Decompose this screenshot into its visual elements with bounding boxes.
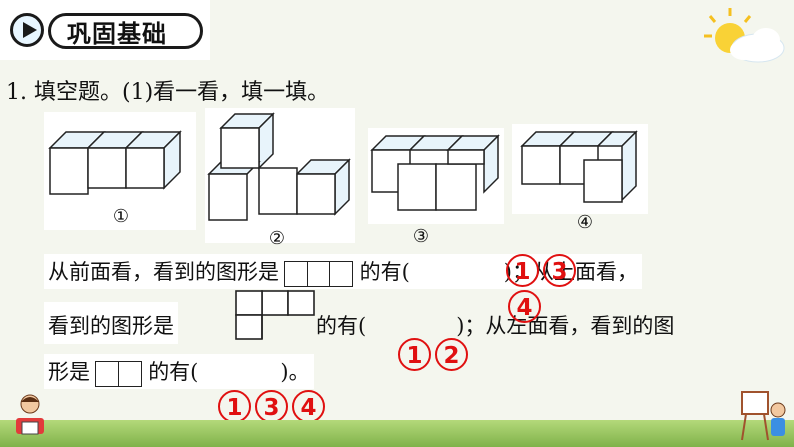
figure-1-label: ①: [112, 206, 130, 227]
answer-front-3: 4: [508, 290, 541, 323]
question-number: 1.: [6, 80, 27, 105]
answer-front-2: 3: [543, 254, 576, 287]
section-title: 巩固基础: [48, 13, 203, 49]
figure-3-label: ③: [412, 226, 430, 247]
answer-top-1: 1: [398, 338, 431, 371]
line1-text-a: 从前面看，看到的图形是: [48, 260, 279, 284]
answer-left-3: 4: [292, 390, 325, 423]
easel-child-icon: [741, 391, 786, 441]
line3-text-a: 形是: [48, 360, 90, 384]
front-view-shape: [284, 260, 353, 287]
question-text: 填空题。(1)看一看，填一填。: [34, 80, 330, 105]
grass-decoration: [0, 420, 794, 447]
reading-child-icon: [16, 394, 44, 435]
figure-2-label: ②: [268, 228, 286, 249]
figure-3: [368, 128, 504, 224]
figure-1: [44, 112, 196, 230]
line1-text-b: 的有(: [359, 260, 410, 284]
question-line: 1. 填空题。(1)看一看，填一填。: [6, 74, 329, 106]
line3-text-b: 的有(: [148, 360, 199, 384]
answer-left-1: 1: [218, 390, 251, 423]
left-view-shape: [95, 360, 142, 387]
figure-4: [512, 124, 648, 214]
answer-top-2: 2: [435, 338, 468, 371]
sun-cloud-icon: [704, 8, 785, 63]
answer-left-2: 3: [255, 390, 288, 423]
figure-2: [205, 108, 355, 243]
line2-text-c: )；从左面看，看到的图: [456, 314, 675, 338]
line2-text-tail: 的有( )；从左面看，看到的图: [316, 310, 674, 340]
play-icon: [10, 13, 44, 47]
answer-front-extra: 4: [508, 290, 545, 323]
text-line-3: 形是 的有( )。: [44, 354, 314, 389]
line2-text-b: 的有(: [316, 314, 367, 338]
text-line-2: 看到的图形是 的有( )；从左面看，看到的图: [44, 290, 674, 344]
line2-text-a: 看到的图形是: [48, 314, 174, 338]
line3-text-c: )。: [280, 360, 310, 384]
figure-4-label: ④: [576, 212, 594, 233]
answer-front-1: 1: [506, 254, 539, 287]
top-view-shape: [234, 290, 316, 347]
